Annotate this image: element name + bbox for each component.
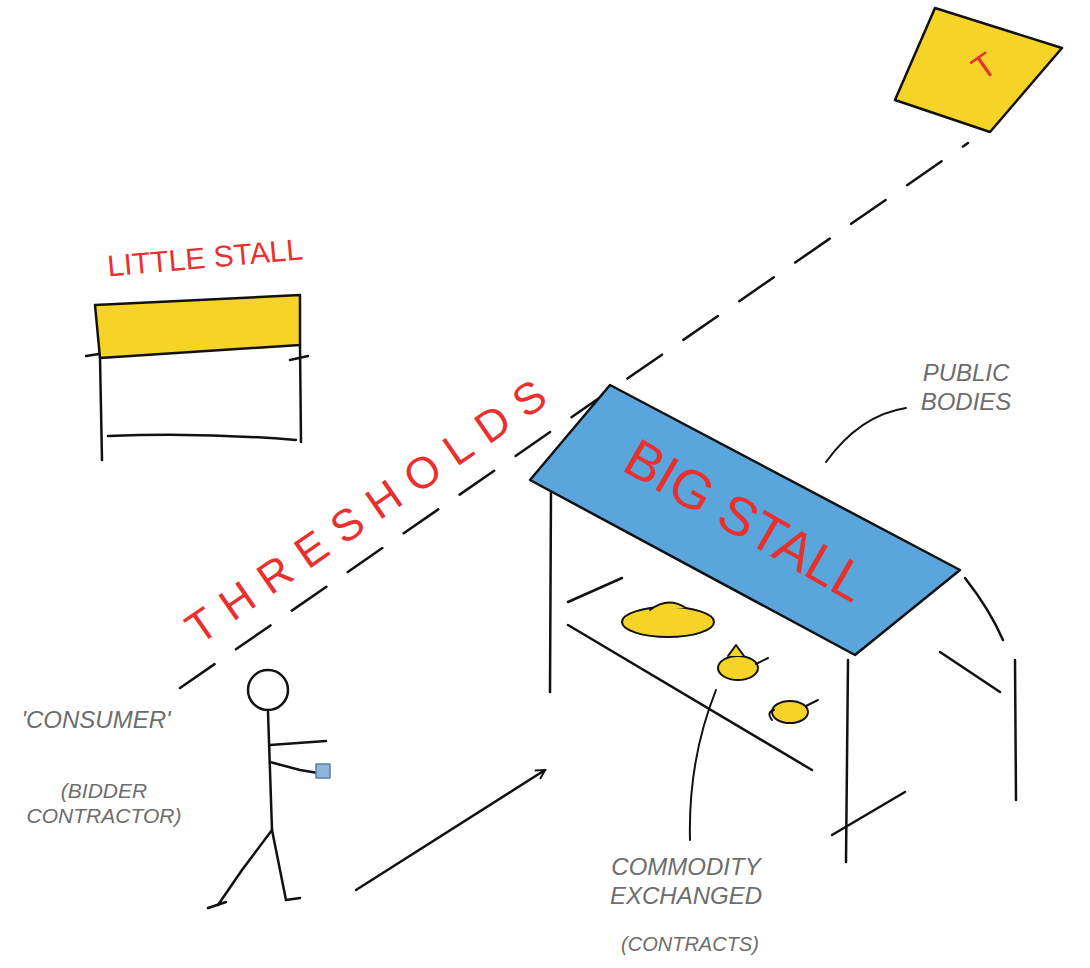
commodity-note: (CONTRACTS) xyxy=(590,932,790,956)
node-outline xyxy=(95,295,300,358)
owner-label: PUBLIC BODIES xyxy=(901,359,1031,417)
node-title: LITTLE STALL xyxy=(106,235,304,282)
consumer-figure xyxy=(208,670,330,908)
leader-line xyxy=(690,690,716,840)
role-note: (BIDDER CONTRACTOR) xyxy=(22,778,187,828)
little-stall-frame xyxy=(86,345,308,460)
threshold-label: THRESHOLDS xyxy=(143,338,601,677)
threshold-line xyxy=(180,143,968,688)
leader-line xyxy=(826,408,906,462)
node-outline xyxy=(530,385,960,655)
little-stall: LITTLE STALL xyxy=(88,226,328,366)
approach-arrow xyxy=(356,770,545,890)
threshold-marker: T xyxy=(888,4,1066,136)
commodity-label: COMMODITY EXCHANGED xyxy=(576,853,796,911)
role-label: 'CONSUMER' xyxy=(1,706,191,735)
node-outline xyxy=(895,8,1062,132)
big-stall: BIG STALL xyxy=(520,378,970,663)
